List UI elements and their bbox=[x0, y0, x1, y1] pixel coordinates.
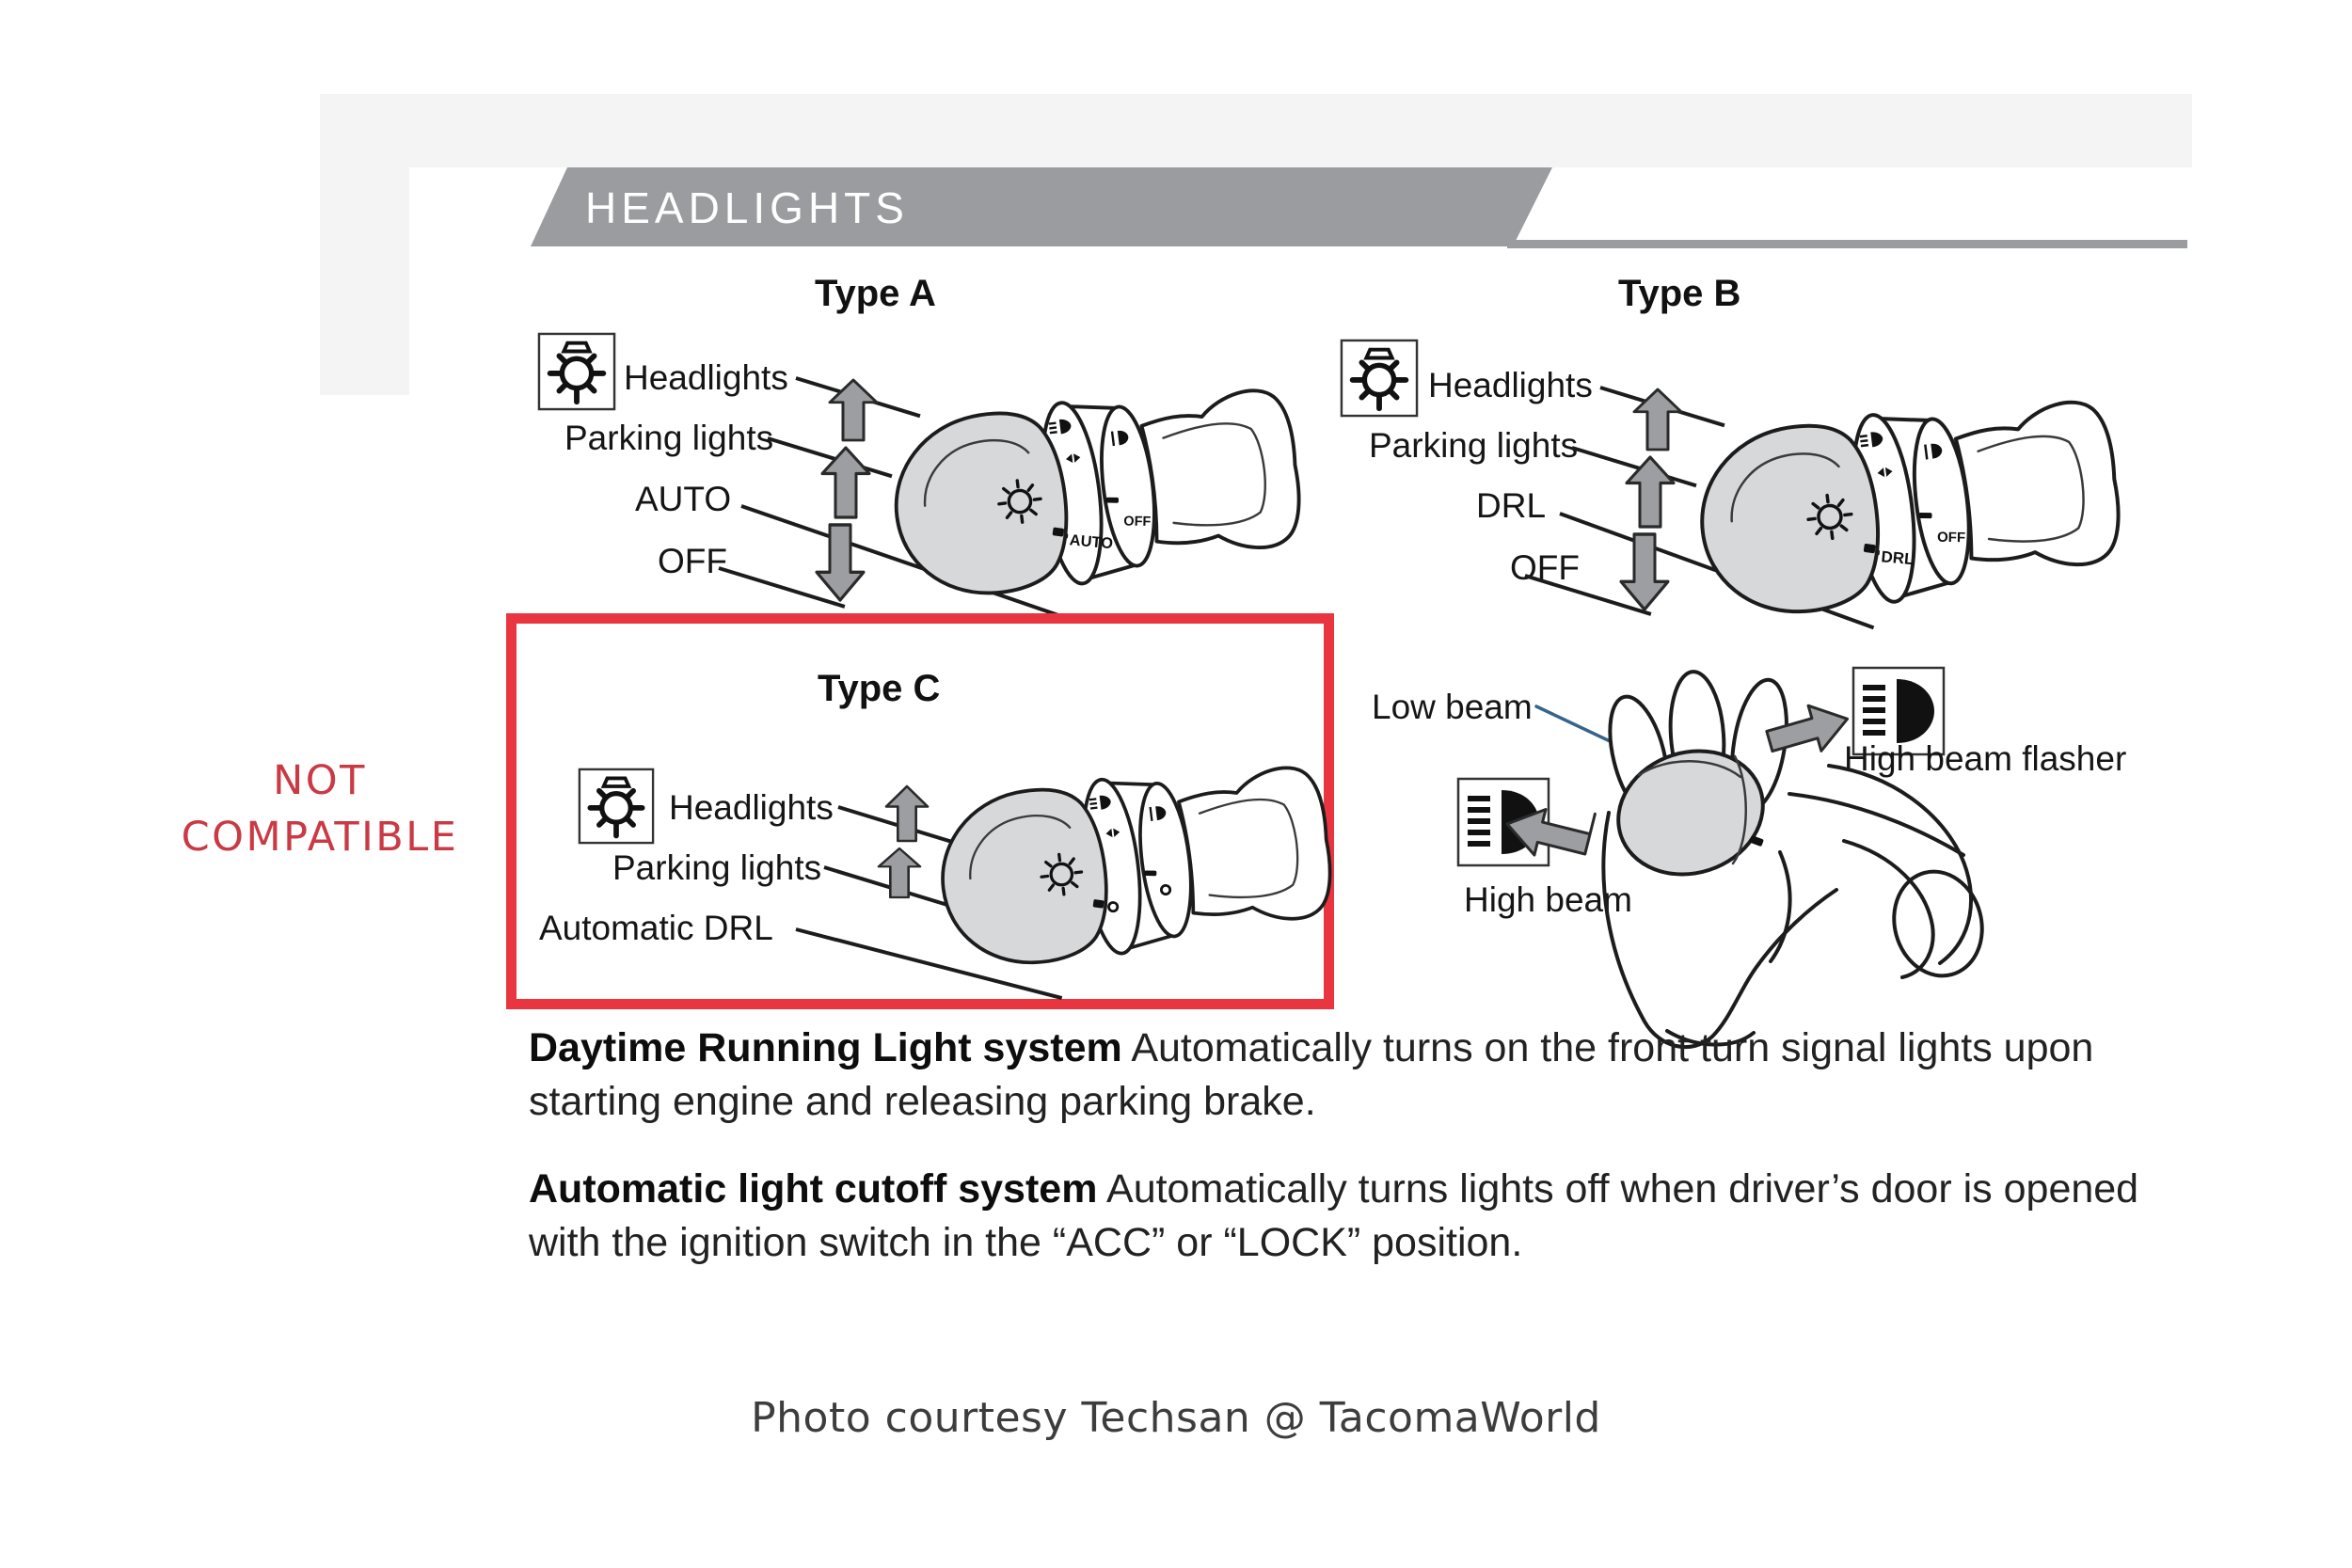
dial-position-dot bbox=[1107, 901, 1120, 913]
dial-ring2-label: OFF bbox=[1937, 530, 1965, 546]
dial-ring2-label: OFF bbox=[1123, 515, 1151, 531]
low-beam-label: Low beam bbox=[1372, 688, 1533, 726]
high-beam-flasher-label: High beam flasher bbox=[1844, 739, 2127, 778]
drl-paragraph: Daytime Running Light system Automatical… bbox=[529, 1022, 2151, 1129]
type-a-label-off: OFF bbox=[658, 542, 727, 580]
hand-stalk-illustration bbox=[1505, 670, 1984, 1050]
type-b-label-drl: DRL bbox=[1476, 486, 1547, 525]
up-arrow-icon bbox=[820, 446, 871, 519]
headlight-glyph bbox=[1089, 795, 1111, 810]
headlight-glyph bbox=[1859, 432, 1883, 448]
stalk-base-arcs bbox=[1788, 764, 1984, 979]
control-stalk-illustration-a: OFF AUTO bbox=[894, 388, 1301, 595]
parking-light-glyph bbox=[1105, 828, 1120, 838]
dial-ring1-label: AUTO bbox=[1069, 531, 1114, 552]
headlights-bulb-icon bbox=[1340, 339, 1419, 418]
fog-light-glyph bbox=[1149, 806, 1167, 821]
cutoff-paragraph-lead: Automatic light cutoff system bbox=[529, 1166, 1098, 1212]
type-a-title: Type A bbox=[815, 273, 936, 314]
high-beam-flasher-icon bbox=[1851, 666, 1946, 756]
photo-credit: Photo courtesy Techsan @ TacomaWorld bbox=[751, 1394, 1601, 1442]
not-compatible-label: NOT COMPATIBLE bbox=[111, 752, 529, 865]
light-bulb-glyph bbox=[997, 479, 1042, 524]
page-edge-band-left bbox=[320, 94, 409, 395]
up-arrow-icon bbox=[1632, 388, 1683, 451]
dial-position-dot bbox=[1160, 883, 1172, 896]
headlights-bulb-icon bbox=[537, 332, 616, 411]
type-a-label-auto: AUTO bbox=[635, 480, 732, 518]
headlights-banner bbox=[531, 167, 1552, 246]
pull-back-arrow-icon bbox=[1765, 704, 1850, 753]
hand-outline bbox=[1601, 811, 1838, 1050]
headlight-glyph bbox=[1048, 419, 1072, 435]
description-text: Daytime Running Light system Automatical… bbox=[529, 1022, 2151, 1304]
section-title: HEADLIGHTS bbox=[585, 183, 909, 232]
type-a-label-headlights: Headlights bbox=[624, 358, 788, 397]
control-stalk-illustration-b: OFF DRL bbox=[1700, 400, 2121, 614]
up-arrow-icon bbox=[884, 784, 930, 843]
control-stalk-illustration-c bbox=[941, 766, 1332, 965]
down-arrow-icon bbox=[815, 523, 866, 602]
drl-paragraph-body: Automatically turns on the front turn si… bbox=[529, 1025, 2094, 1124]
fog-light-glyph bbox=[1924, 443, 1943, 460]
dial-ring1-label: DRL bbox=[1881, 547, 1915, 568]
down-arrow-icon bbox=[1619, 532, 1670, 611]
light-bulb-glyph bbox=[1040, 852, 1084, 896]
up-arrow-icon bbox=[828, 378, 879, 442]
up-arrow-icon bbox=[877, 847, 922, 899]
parking-light-glyph bbox=[1877, 467, 1893, 478]
banner-tail-rule bbox=[1507, 240, 2187, 248]
type-c-label-automatic-drl: Automatic DRL bbox=[539, 909, 773, 947]
cutoff-paragraph: Automatic light cutoff system Automatica… bbox=[529, 1163, 2151, 1270]
not-compatible-line1: NOT bbox=[273, 757, 367, 804]
red-highlight-box bbox=[506, 613, 1334, 1009]
type-a-label-parking-lights: Parking lights bbox=[564, 419, 774, 457]
light-bulb-glyph bbox=[1806, 493, 1853, 541]
not-compatible-line2: COMPATIBLE bbox=[181, 814, 459, 861]
type-c-title: Type C bbox=[818, 668, 941, 709]
type-b-label-headlights: Headlights bbox=[1428, 366, 1593, 404]
type-c-label-headlights: Headlights bbox=[669, 788, 834, 827]
parking-light-glyph bbox=[1066, 453, 1081, 464]
type-c-label-parking-lights: Parking lights bbox=[612, 848, 822, 887]
type-b-label-parking-lights: Parking lights bbox=[1369, 426, 1579, 465]
page-edge-band-top bbox=[320, 94, 2192, 167]
type-b-title: Type B bbox=[1618, 273, 1741, 314]
headlights-bulb-icon bbox=[578, 768, 655, 845]
stalk-knob bbox=[1616, 749, 1765, 877]
fog-light-glyph bbox=[1110, 430, 1129, 447]
drl-paragraph-lead: Daytime Running Light system bbox=[529, 1025, 1122, 1070]
up-arrow-icon bbox=[1625, 455, 1676, 529]
cutoff-paragraph-body: Automatically turns lights off when driv… bbox=[529, 1166, 2139, 1265]
push-forward-arrow-icon bbox=[1505, 807, 1597, 857]
